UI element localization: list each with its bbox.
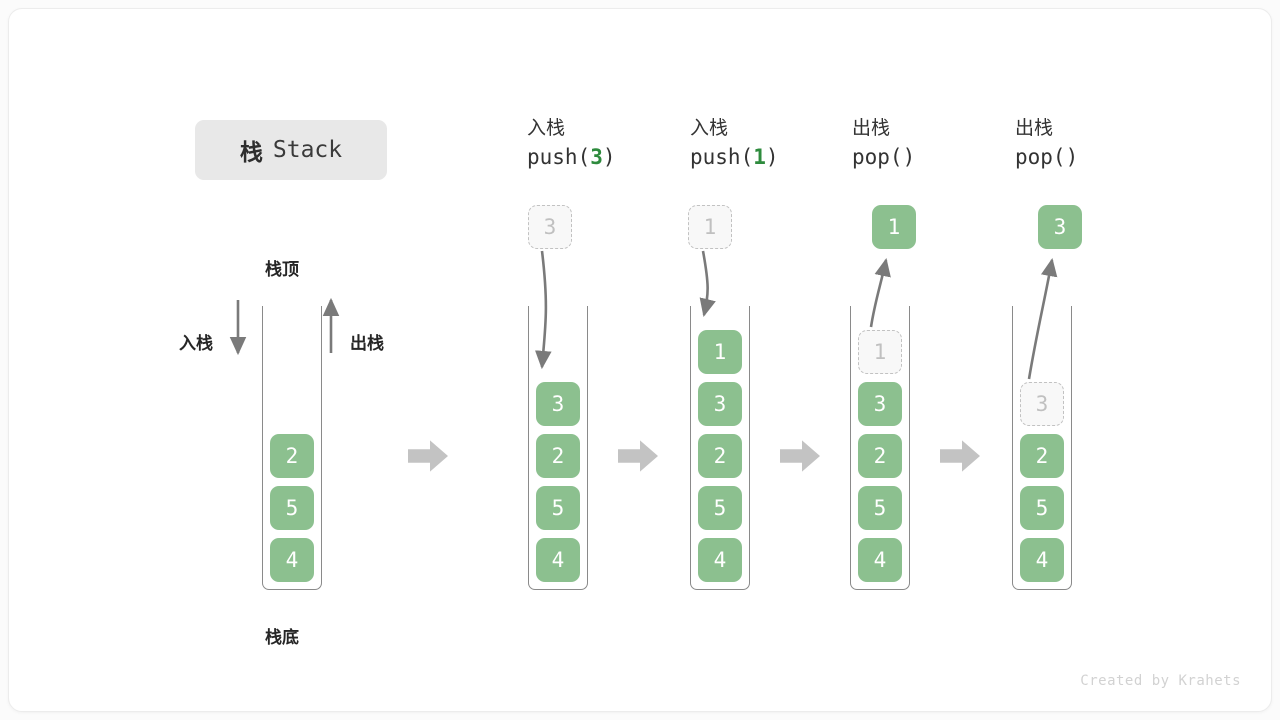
diagram-title: 栈 Stack	[195, 120, 387, 180]
operation-code-prefix: push(	[690, 145, 754, 169]
stack-cell: 3	[698, 382, 742, 426]
stack-container-pop-1	[850, 306, 910, 590]
stack-cell: 5	[698, 486, 742, 530]
label-stack-top: 栈顶	[265, 260, 299, 279]
operation-code-prefix: push(	[527, 145, 591, 169]
step-transition-arrow	[408, 440, 448, 472]
operation-argument: 1	[753, 145, 766, 169]
operation-code-prefix: pop(	[1015, 145, 1066, 169]
operation-argument: 3	[590, 145, 603, 169]
operation-code: push(3)	[527, 142, 616, 172]
popped-cell: 1	[872, 205, 916, 249]
label-stack-bottom: 栈底	[265, 628, 299, 647]
stack-cell: 3	[858, 382, 902, 426]
operation-label-pop-1: 出栈 pop()	[852, 115, 915, 172]
diagram-card: 栈 Stack 栈顶 入栈 出栈 2 5 4 栈底 入栈 push(3) 3 3…	[8, 8, 1272, 712]
stack-cell: 3	[536, 382, 580, 426]
operation-code-prefix: pop(	[852, 145, 903, 169]
stack-cell: 5	[536, 486, 580, 530]
operation-label-pop-3: 出栈 pop()	[1015, 115, 1078, 172]
step-transition-arrow	[618, 440, 658, 472]
step-transition-arrow	[940, 440, 980, 472]
stack-cell: 4	[536, 538, 580, 582]
title-cn: 栈	[239, 139, 264, 165]
popped-cell: 3	[1038, 205, 1082, 249]
stack-cell: 5	[1020, 486, 1064, 530]
label-push-side: 入栈	[179, 334, 213, 353]
stack-cell: 2	[1020, 434, 1064, 478]
stack-cell: 2	[536, 434, 580, 478]
footer-credit: Created by Krahets	[1080, 673, 1241, 689]
stack-container-initial	[262, 306, 322, 590]
stack-ghost-cell: 3	[1020, 382, 1064, 426]
label-pop-side: 出栈	[350, 334, 384, 353]
stack-cell: 4	[270, 538, 314, 582]
operation-code: pop()	[852, 142, 915, 172]
arrows-overlay	[229, 250, 1058, 380]
title-en: Stack	[272, 137, 343, 163]
stack-ghost-cell: 1	[858, 330, 902, 374]
operation-label-push-1: 入栈 push(1)	[690, 115, 779, 172]
stack-cell: 5	[270, 486, 314, 530]
stack-container-push-3	[528, 306, 588, 590]
stack-cell: 5	[858, 486, 902, 530]
operation-cn: 出栈	[1015, 118, 1054, 139]
operation-code: push(1)	[690, 142, 779, 172]
stack-cell: 2	[270, 434, 314, 478]
stack-cell: 2	[858, 434, 902, 478]
stack-cell: 1	[698, 330, 742, 374]
stack-container-pop-3	[1012, 306, 1072, 590]
stack-cell: 4	[698, 538, 742, 582]
operation-cn: 出栈	[852, 118, 891, 139]
operation-code-suffix: )	[602, 145, 616, 169]
operation-code-suffix: )	[902, 145, 916, 169]
stack-container-push-1	[690, 306, 750, 590]
floating-ghost-cell: 1	[688, 205, 732, 249]
stack-cell: 4	[858, 538, 902, 582]
floating-ghost-cell: 3	[528, 205, 572, 249]
operation-code: pop()	[1015, 142, 1078, 172]
operation-code-suffix: )	[1065, 145, 1079, 169]
stack-cell: 2	[698, 434, 742, 478]
operation-code-suffix: )	[765, 145, 779, 169]
step-transition-arrow	[780, 440, 820, 472]
operation-label-push-3: 入栈 push(3)	[527, 115, 616, 172]
operation-cn: 入栈	[690, 118, 729, 139]
stack-cell: 4	[1020, 538, 1064, 582]
operation-cn: 入栈	[527, 118, 566, 139]
